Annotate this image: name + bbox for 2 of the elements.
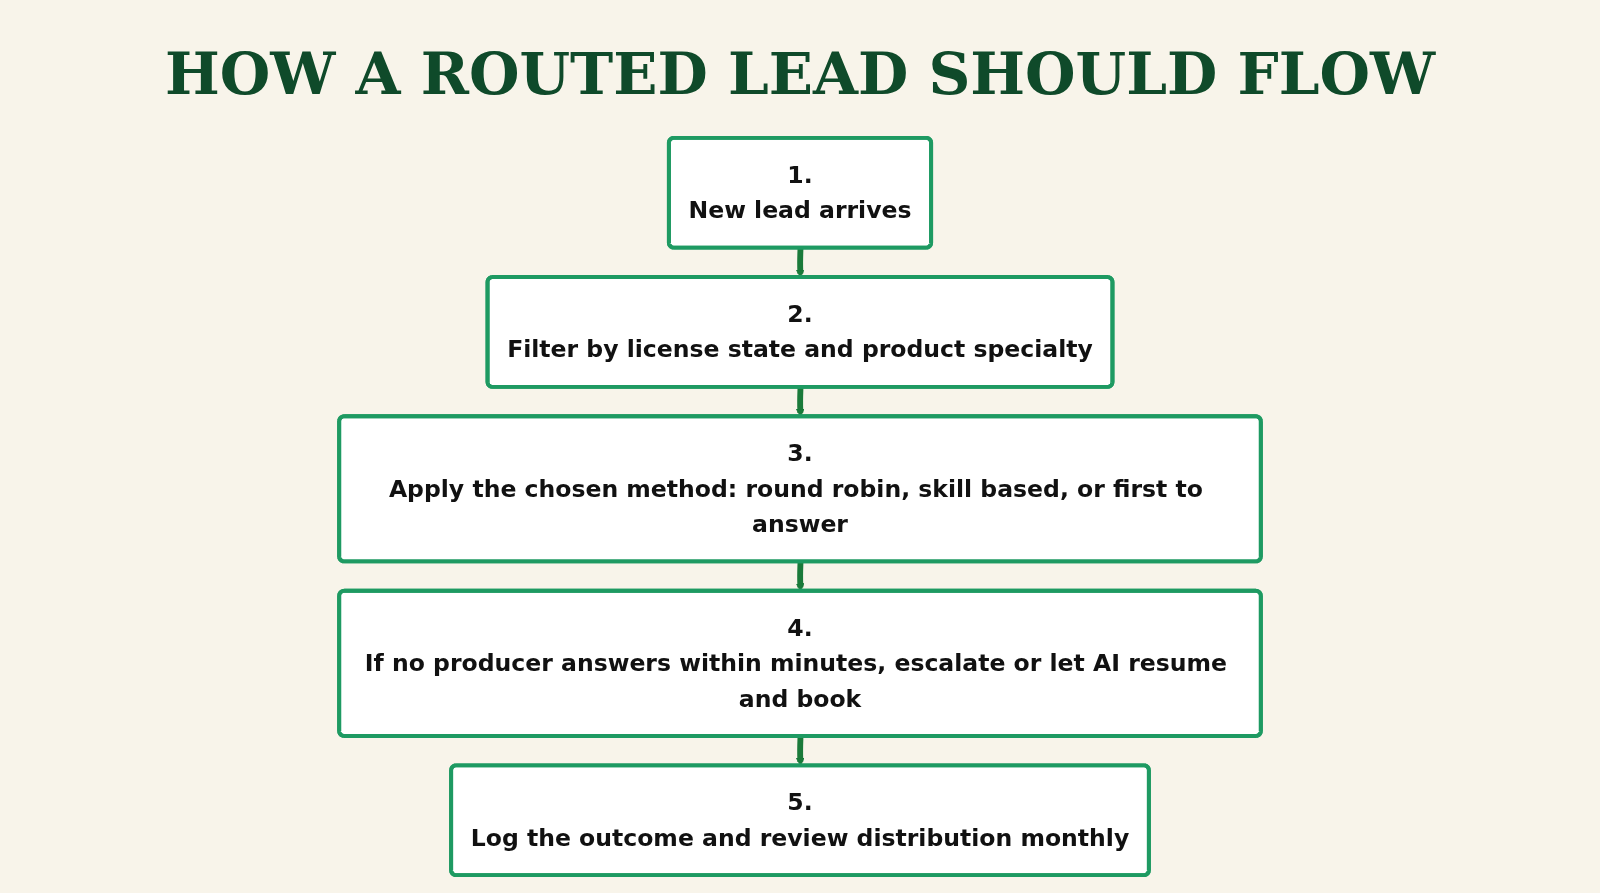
arrow (795, 247, 805, 278)
title: HOW A ROUTED LEAD SHOULD FLOW (163, 40, 1437, 108)
